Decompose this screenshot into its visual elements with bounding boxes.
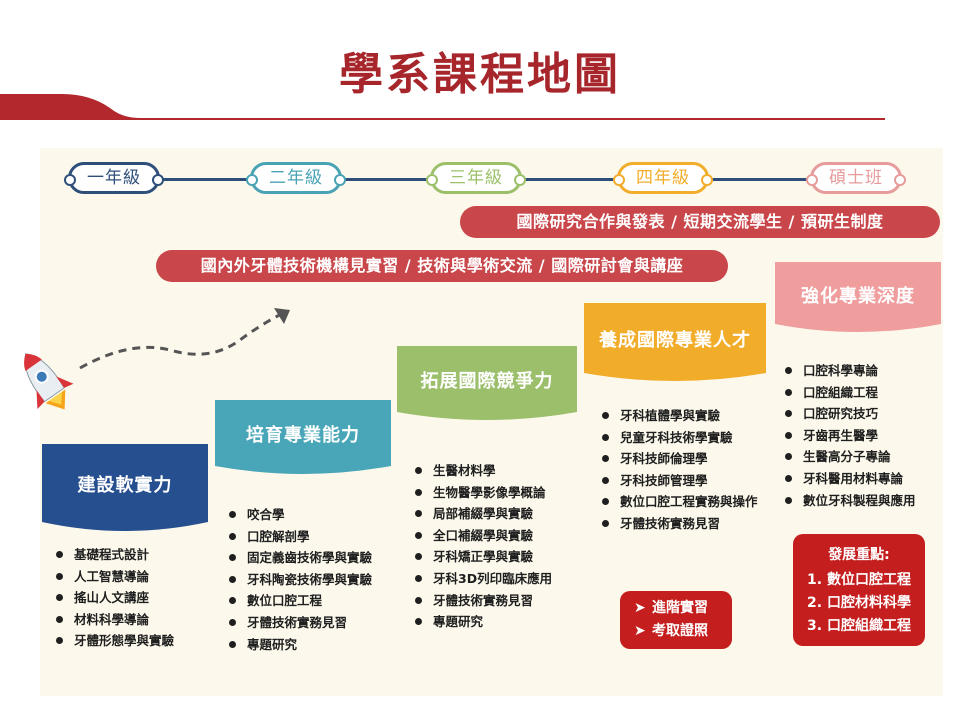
course-item: 咬合學 bbox=[227, 504, 372, 526]
curriculum-panel bbox=[40, 148, 943, 696]
column-year3: 拓展國際競爭力 生醫材料學生物醫學影像學概論局部補綴學與實驗全口補綴學與實驗牙科… bbox=[397, 346, 577, 669]
column-head-shape bbox=[397, 346, 577, 420]
course-item: 口腔科學專論 bbox=[783, 360, 916, 382]
course-item: 口腔研究技巧 bbox=[783, 403, 916, 425]
timeline-pill-5: 碩士班 bbox=[806, 162, 906, 194]
course-item: 兒童牙科技術學實驗 bbox=[600, 427, 762, 449]
course-item: 生醫材料學 bbox=[413, 460, 552, 482]
column-year4: 養成國際專業人才 牙科植體學與實驗兒童牙科技術學實驗牙科技師倫理學牙科技師管理學… bbox=[584, 303, 766, 669]
column-heading: 拓展國際競爭力 bbox=[397, 346, 577, 422]
course-list: 牙科植體學與實驗兒童牙科技術學實驗牙科技師倫理學牙科技師管理學數位口腔工程實務與… bbox=[600, 405, 762, 535]
course-list: 生醫材料學生物醫學影像學概論局部補綴學與實驗全口補綴學與實驗牙科矯正學與實驗牙科… bbox=[413, 460, 552, 633]
course-item: 數位牙科製程與應用 bbox=[783, 490, 916, 512]
course-item: 全口補綴學與實驗 bbox=[413, 525, 552, 547]
column-heading-text: 培育專業能力 bbox=[246, 425, 360, 446]
column-heading: 強化專業深度 bbox=[775, 262, 941, 334]
column-heading-text: 拓展國際競爭力 bbox=[420, 371, 554, 392]
column-head-shape bbox=[215, 400, 391, 474]
course-item: 口腔解剖學 bbox=[227, 526, 372, 548]
focus-item: 3. 口腔組織工程 bbox=[807, 618, 911, 634]
course-item: 基礎程式設計 bbox=[54, 544, 174, 566]
column-head-shape bbox=[584, 303, 766, 381]
focus-title: 發展重點: bbox=[828, 547, 890, 563]
page-title: 學系課程地圖 bbox=[339, 49, 621, 100]
timeline-pill-4: 四年級 bbox=[613, 162, 713, 194]
title-accent-bar bbox=[0, 94, 885, 120]
advanced-box: ➤進階實習 ➤考取證照 bbox=[620, 591, 732, 649]
rocket-icon bbox=[24, 353, 74, 410]
banner-internship-exchange: 國內外牙體技術機構見實習 / 技術與學術交流 / 國際研討會與講座 bbox=[156, 250, 728, 282]
column-head-shape bbox=[775, 262, 941, 332]
column-heading-text: 養成國際專業人才 bbox=[599, 330, 751, 351]
advanced-item: ➤考取證照 bbox=[634, 620, 732, 643]
course-item: 生物醫學影像學概論 bbox=[413, 482, 552, 504]
course-item: 牙體技術實務見習 bbox=[413, 590, 552, 612]
course-item: 固定義齒技術學與實驗 bbox=[227, 547, 372, 569]
advanced-item: ➤進階實習 bbox=[634, 597, 732, 620]
column-masters: 強化專業深度 口腔科學專論口腔組織工程口腔研究技巧牙齒再生醫學生醫高分子專論牙科… bbox=[775, 262, 941, 669]
course-list: 口腔科學專論口腔組織工程口腔研究技巧牙齒再生醫學生醫高分子專論牙科醫用材料專論數… bbox=[783, 360, 916, 511]
column-year1: 建設軟實力 基礎程式設計人工智慧導論搖山人文講座材料科學導論牙體形態學與實驗 bbox=[42, 444, 208, 669]
column-head-shape bbox=[42, 444, 208, 531]
course-item: 牙體形態學與實驗 bbox=[54, 630, 174, 652]
course-item: 搖山人文講座 bbox=[54, 587, 174, 609]
course-item: 牙體技術實務見習 bbox=[600, 513, 762, 535]
column-heading: 養成國際專業人才 bbox=[584, 303, 766, 383]
banner-international-research: 國際研究合作與發表 / 短期交流學生 / 預研生制度 bbox=[460, 206, 940, 238]
course-item: 材料科學導論 bbox=[54, 609, 174, 631]
course-item: 人工智慧導論 bbox=[54, 566, 174, 588]
course-item: 牙科醫用材料專論 bbox=[783, 468, 916, 490]
course-item: 口腔組織工程 bbox=[783, 382, 916, 404]
timeline-pill-2: 二年級 bbox=[246, 162, 346, 194]
course-item: 牙體技術實務見習 bbox=[227, 612, 372, 634]
course-item: 牙科技師管理學 bbox=[600, 470, 762, 492]
focus-box: 發展重點: 1. 數位口腔工程 2. 口腔材料科學 3. 口腔組織工程 bbox=[793, 534, 925, 646]
chevron-right-icon: ➤ bbox=[634, 623, 646, 639]
column-heading-text: 建設軟實力 bbox=[77, 475, 173, 496]
course-item: 數位口腔工程實務與操作 bbox=[600, 491, 762, 513]
column-year2: 培育專業能力 咬合學口腔解剖學固定義齒技術學與實驗牙科陶瓷技術學與實驗數位口腔工… bbox=[215, 400, 391, 669]
column-heading: 建設軟實力 bbox=[42, 444, 208, 534]
column-heading: 培育專業能力 bbox=[215, 400, 391, 476]
course-item: 牙科3D列印臨床應用 bbox=[413, 568, 552, 590]
course-item: 專題研究 bbox=[413, 611, 552, 633]
course-item: 牙科植體學與實驗 bbox=[600, 405, 762, 427]
timeline-pill-3: 三年級 bbox=[426, 162, 526, 194]
chevron-right-icon: ➤ bbox=[634, 600, 646, 616]
course-item: 局部補綴學與實驗 bbox=[413, 503, 552, 525]
course-item: 專題研究 bbox=[227, 634, 372, 656]
course-item: 牙科技師倫理學 bbox=[600, 448, 762, 470]
timeline-pill-1: 一年級 bbox=[64, 162, 164, 194]
course-item: 牙科陶瓷技術學與實驗 bbox=[227, 569, 372, 591]
course-list: 咬合學口腔解剖學固定義齒技術學與實驗牙科陶瓷技術學與實驗數位口腔工程牙體技術實務… bbox=[227, 504, 372, 655]
focus-item: 2. 口腔材料科學 bbox=[807, 595, 911, 611]
column-heading-text: 強化專業深度 bbox=[801, 286, 915, 307]
course-item: 牙科矯正學與實驗 bbox=[413, 546, 552, 568]
course-list: 基礎程式設計人工智慧導論搖山人文講座材料科學導論牙體形態學與實驗 bbox=[54, 544, 174, 652]
course-item: 生醫高分子專論 bbox=[783, 446, 916, 468]
rocket-trail bbox=[79, 308, 290, 370]
course-item: 牙齒再生醫學 bbox=[783, 425, 916, 447]
course-item: 數位口腔工程 bbox=[227, 590, 372, 612]
focus-item: 1. 數位口腔工程 bbox=[807, 572, 911, 588]
